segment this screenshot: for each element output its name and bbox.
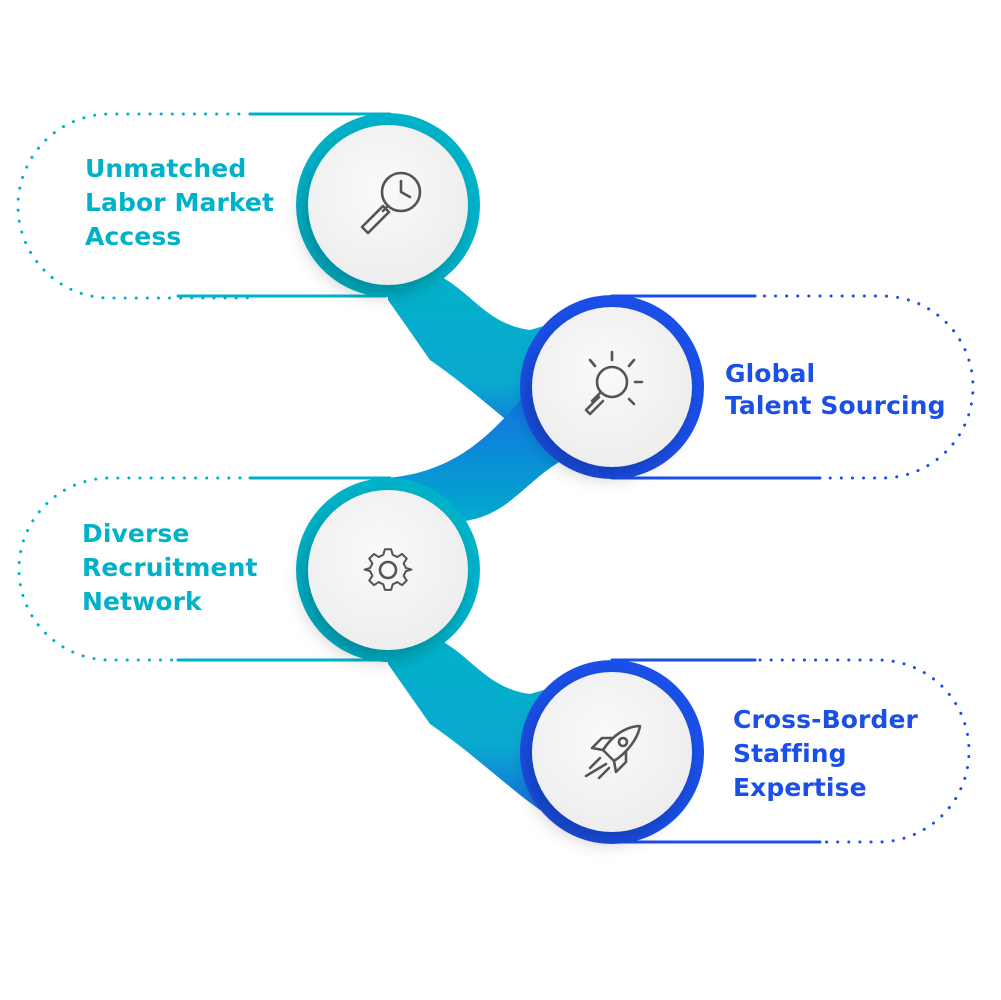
rocket-icon — [584, 724, 642, 780]
capsule-1-dotted — [16, 112, 252, 300]
step-3-label-line-1: Diverse — [82, 519, 190, 548]
step-3-label: Diverse Recruitment Network — [82, 517, 258, 619]
step-1-label-line-2: Labor Market — [85, 188, 275, 217]
gear-icon — [363, 548, 413, 591]
step-4-label-line-3: Expertise — [733, 773, 867, 802]
step-2-label-line-2: Talent Sourcing — [725, 391, 946, 420]
node-1 — [296, 113, 480, 297]
accent-lines — [176, 112, 822, 844]
node-3 — [296, 478, 480, 662]
step-4-label-line-2: Staffing — [733, 739, 847, 768]
step-1-label-line-3: Access — [85, 222, 182, 251]
step-4-label-line-1: Cross-Border — [733, 705, 918, 734]
node-4 — [520, 660, 704, 844]
step-1-label: Unmatched Labor Market Access — [85, 152, 274, 254]
dotted-capsules — [16, 112, 975, 844]
capsule-3-dotted — [17, 476, 242, 662]
node-2 — [520, 295, 704, 479]
step-2-label: Global Talent Sourcing — [725, 358, 946, 422]
magnifier-clock-icon — [360, 171, 422, 235]
capsule-2-dotted — [718, 294, 975, 480]
step-2-label-line-1: Global — [725, 359, 816, 388]
lightbulb-icon — [584, 350, 644, 416]
step-4-label: Cross-Border Staffing Expertise — [733, 703, 918, 805]
step-3-label-line-2: Recruitment — [82, 553, 258, 582]
step-3-label-line-3: Network — [82, 587, 202, 616]
step-1-label-line-1: Unmatched — [85, 154, 247, 183]
capsule-4-dotted — [758, 658, 971, 844]
